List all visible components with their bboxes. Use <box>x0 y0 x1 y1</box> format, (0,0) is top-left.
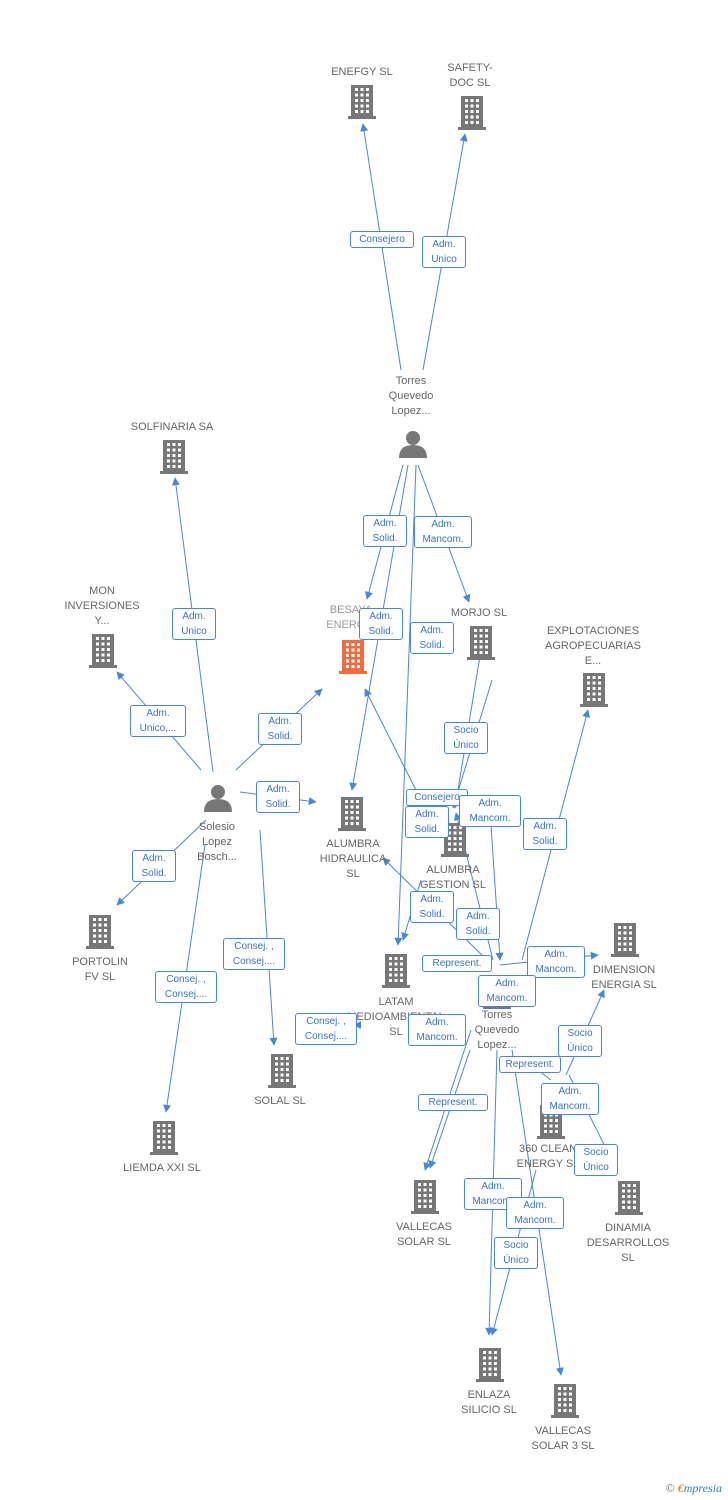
edge-label[interactable]: Adm. Mancom. <box>506 1197 564 1229</box>
building-icon[interactable] <box>551 1384 579 1418</box>
edge-label[interactable]: Adm. Solid. <box>363 515 407 547</box>
edge-line <box>259 829 278 1046</box>
edge-label[interactable]: Adm. Mancom. <box>478 975 536 1007</box>
edge-label[interactable]: Adm. Solid. <box>256 781 300 813</box>
edge-label[interactable]: Adm. Mancom. <box>408 1014 466 1046</box>
node-label[interactable]: ALUMBRA GESTION SL <box>419 864 487 891</box>
node-label[interactable]: SOLFINARIA SA <box>130 421 214 433</box>
edge-label[interactable]: Adm. Mancom. <box>414 516 472 548</box>
edge-label[interactable]: Consej. , Consej.... <box>223 938 285 970</box>
node-label[interactable]: PORTOLIN FV SL <box>72 956 128 983</box>
building-icon[interactable] <box>458 96 486 130</box>
node-label[interactable]: EXPLOTACIONES AGROPECUARIAS E... <box>545 625 641 667</box>
person-icon[interactable] <box>204 785 232 812</box>
building-icon[interactable] <box>615 1181 643 1215</box>
edge-label[interactable]: Consejero <box>350 230 414 248</box>
building-icon[interactable] <box>150 1121 178 1155</box>
edge-label[interactable]: Adm. Unico <box>422 236 466 268</box>
edge-line <box>394 464 417 946</box>
node-label[interactable]: ALUMBRA HIDRAULICA SL <box>319 838 387 880</box>
node-label[interactable]: VALLECAS SOLAR SL <box>395 1221 453 1248</box>
building-icon[interactable] <box>467 626 495 660</box>
building-icon[interactable] <box>339 640 367 674</box>
edge-label[interactable]: Represent. <box>418 1093 488 1111</box>
edge-label[interactable]: Adm. Mancom. <box>527 946 585 978</box>
edge-label[interactable]: Consej. , Consej.... <box>155 971 217 1003</box>
edge-label[interactable]: Adm. Solid. <box>258 713 302 745</box>
node-label[interactable]: SOLAL SL <box>254 1095 306 1107</box>
node-label[interactable]: MORJO SL <box>450 607 508 619</box>
edge-label[interactable]: Represent. <box>422 954 492 972</box>
building-icon[interactable] <box>160 440 188 474</box>
node-label[interactable]: DINAMIA DESARROLLOS SL <box>586 1222 670 1264</box>
building-icon[interactable] <box>86 915 114 949</box>
node-label[interactable]: Solesio Lopez Bosch... <box>197 821 237 863</box>
edge-label[interactable]: Socio Único <box>558 1025 602 1057</box>
edge-label[interactable]: Adm. Solid. <box>359 608 403 640</box>
edge-label[interactable]: Adm. Solid. <box>410 622 454 654</box>
node-label[interactable]: VALLECAS SOLAR 3 SL <box>531 1425 595 1452</box>
node-label[interactable]: MON INVERSIONES Y... <box>64 585 140 627</box>
building-icon[interactable] <box>382 954 410 988</box>
building-icon[interactable] <box>89 634 117 668</box>
person-icon[interactable] <box>399 431 427 458</box>
node-label[interactable]: DIMENSION ENERGIA SL <box>591 964 657 991</box>
building-icon[interactable] <box>411 1180 439 1214</box>
node-label[interactable]: ENLAZA SILICIO SL <box>461 1389 517 1416</box>
brand-initial: € <box>677 1481 684 1495</box>
edge-label[interactable]: Adm. Solid. <box>456 908 500 940</box>
edge-label[interactable]: Adm. Unico,... <box>130 705 186 737</box>
brand-logo: ©€mpresia <box>666 1481 722 1496</box>
copyright-mark: © <box>665 1481 675 1495</box>
edge-label[interactable]: Adm. Mancom. <box>541 1083 599 1115</box>
building-icon[interactable] <box>348 85 376 119</box>
building-icon[interactable] <box>611 923 639 957</box>
brand-name: mpresia <box>683 1481 722 1495</box>
edge-label[interactable]: Adm. Unico <box>172 608 216 640</box>
building-icon[interactable] <box>441 823 469 857</box>
edge-label[interactable]: Adm. Solid. <box>523 818 567 850</box>
node-label[interactable]: ENEFGY SL <box>331 66 393 78</box>
edge-label[interactable]: Consejero <box>406 788 468 806</box>
node-label[interactable]: Torres Quevedo Lopez... <box>474 1009 520 1051</box>
edge-label[interactable]: Adm. Solid. <box>132 850 176 882</box>
node-label[interactable]: Torres Quevedo Lopez... <box>388 375 434 417</box>
edge-label[interactable]: Socio Único <box>574 1144 618 1176</box>
building-icon[interactable] <box>476 1348 504 1382</box>
edge-label[interactable]: Adm. Solid. <box>405 806 449 838</box>
edge-label[interactable]: Socio Único <box>444 722 488 754</box>
node-label[interactable]: SAFETY- DOC SL <box>447 62 493 89</box>
edge-label[interactable]: Consej. , Consej.... <box>295 1013 357 1045</box>
edge-label[interactable]: Socio Único <box>494 1237 538 1269</box>
edge-label[interactable]: Represent. <box>499 1055 561 1073</box>
building-icon[interactable] <box>580 673 608 707</box>
edge-label[interactable]: Adm. Solid. <box>410 891 454 923</box>
building-icon[interactable] <box>268 1054 296 1088</box>
node-label[interactable]: 360 CLEAN ENERGY SL <box>516 1143 580 1170</box>
edge-label[interactable]: Adm. Mancom. <box>459 795 521 827</box>
building-icon[interactable] <box>338 797 366 831</box>
node-label[interactable]: LIEMDA XXI SL <box>123 1162 201 1174</box>
